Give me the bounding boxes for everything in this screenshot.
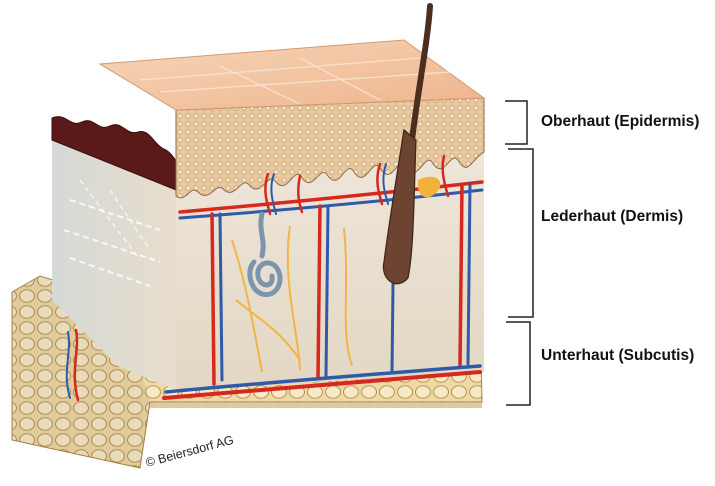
bracket-icon bbox=[505, 101, 533, 405]
dermis-label: Lederhaut (Dermis) bbox=[541, 208, 683, 226]
subcutis-front bbox=[150, 402, 482, 408]
epidermis-label: Oberhaut (Epidermis) bbox=[541, 113, 699, 131]
subcutis-label: Unterhaut (Subcutis) bbox=[541, 347, 694, 365]
